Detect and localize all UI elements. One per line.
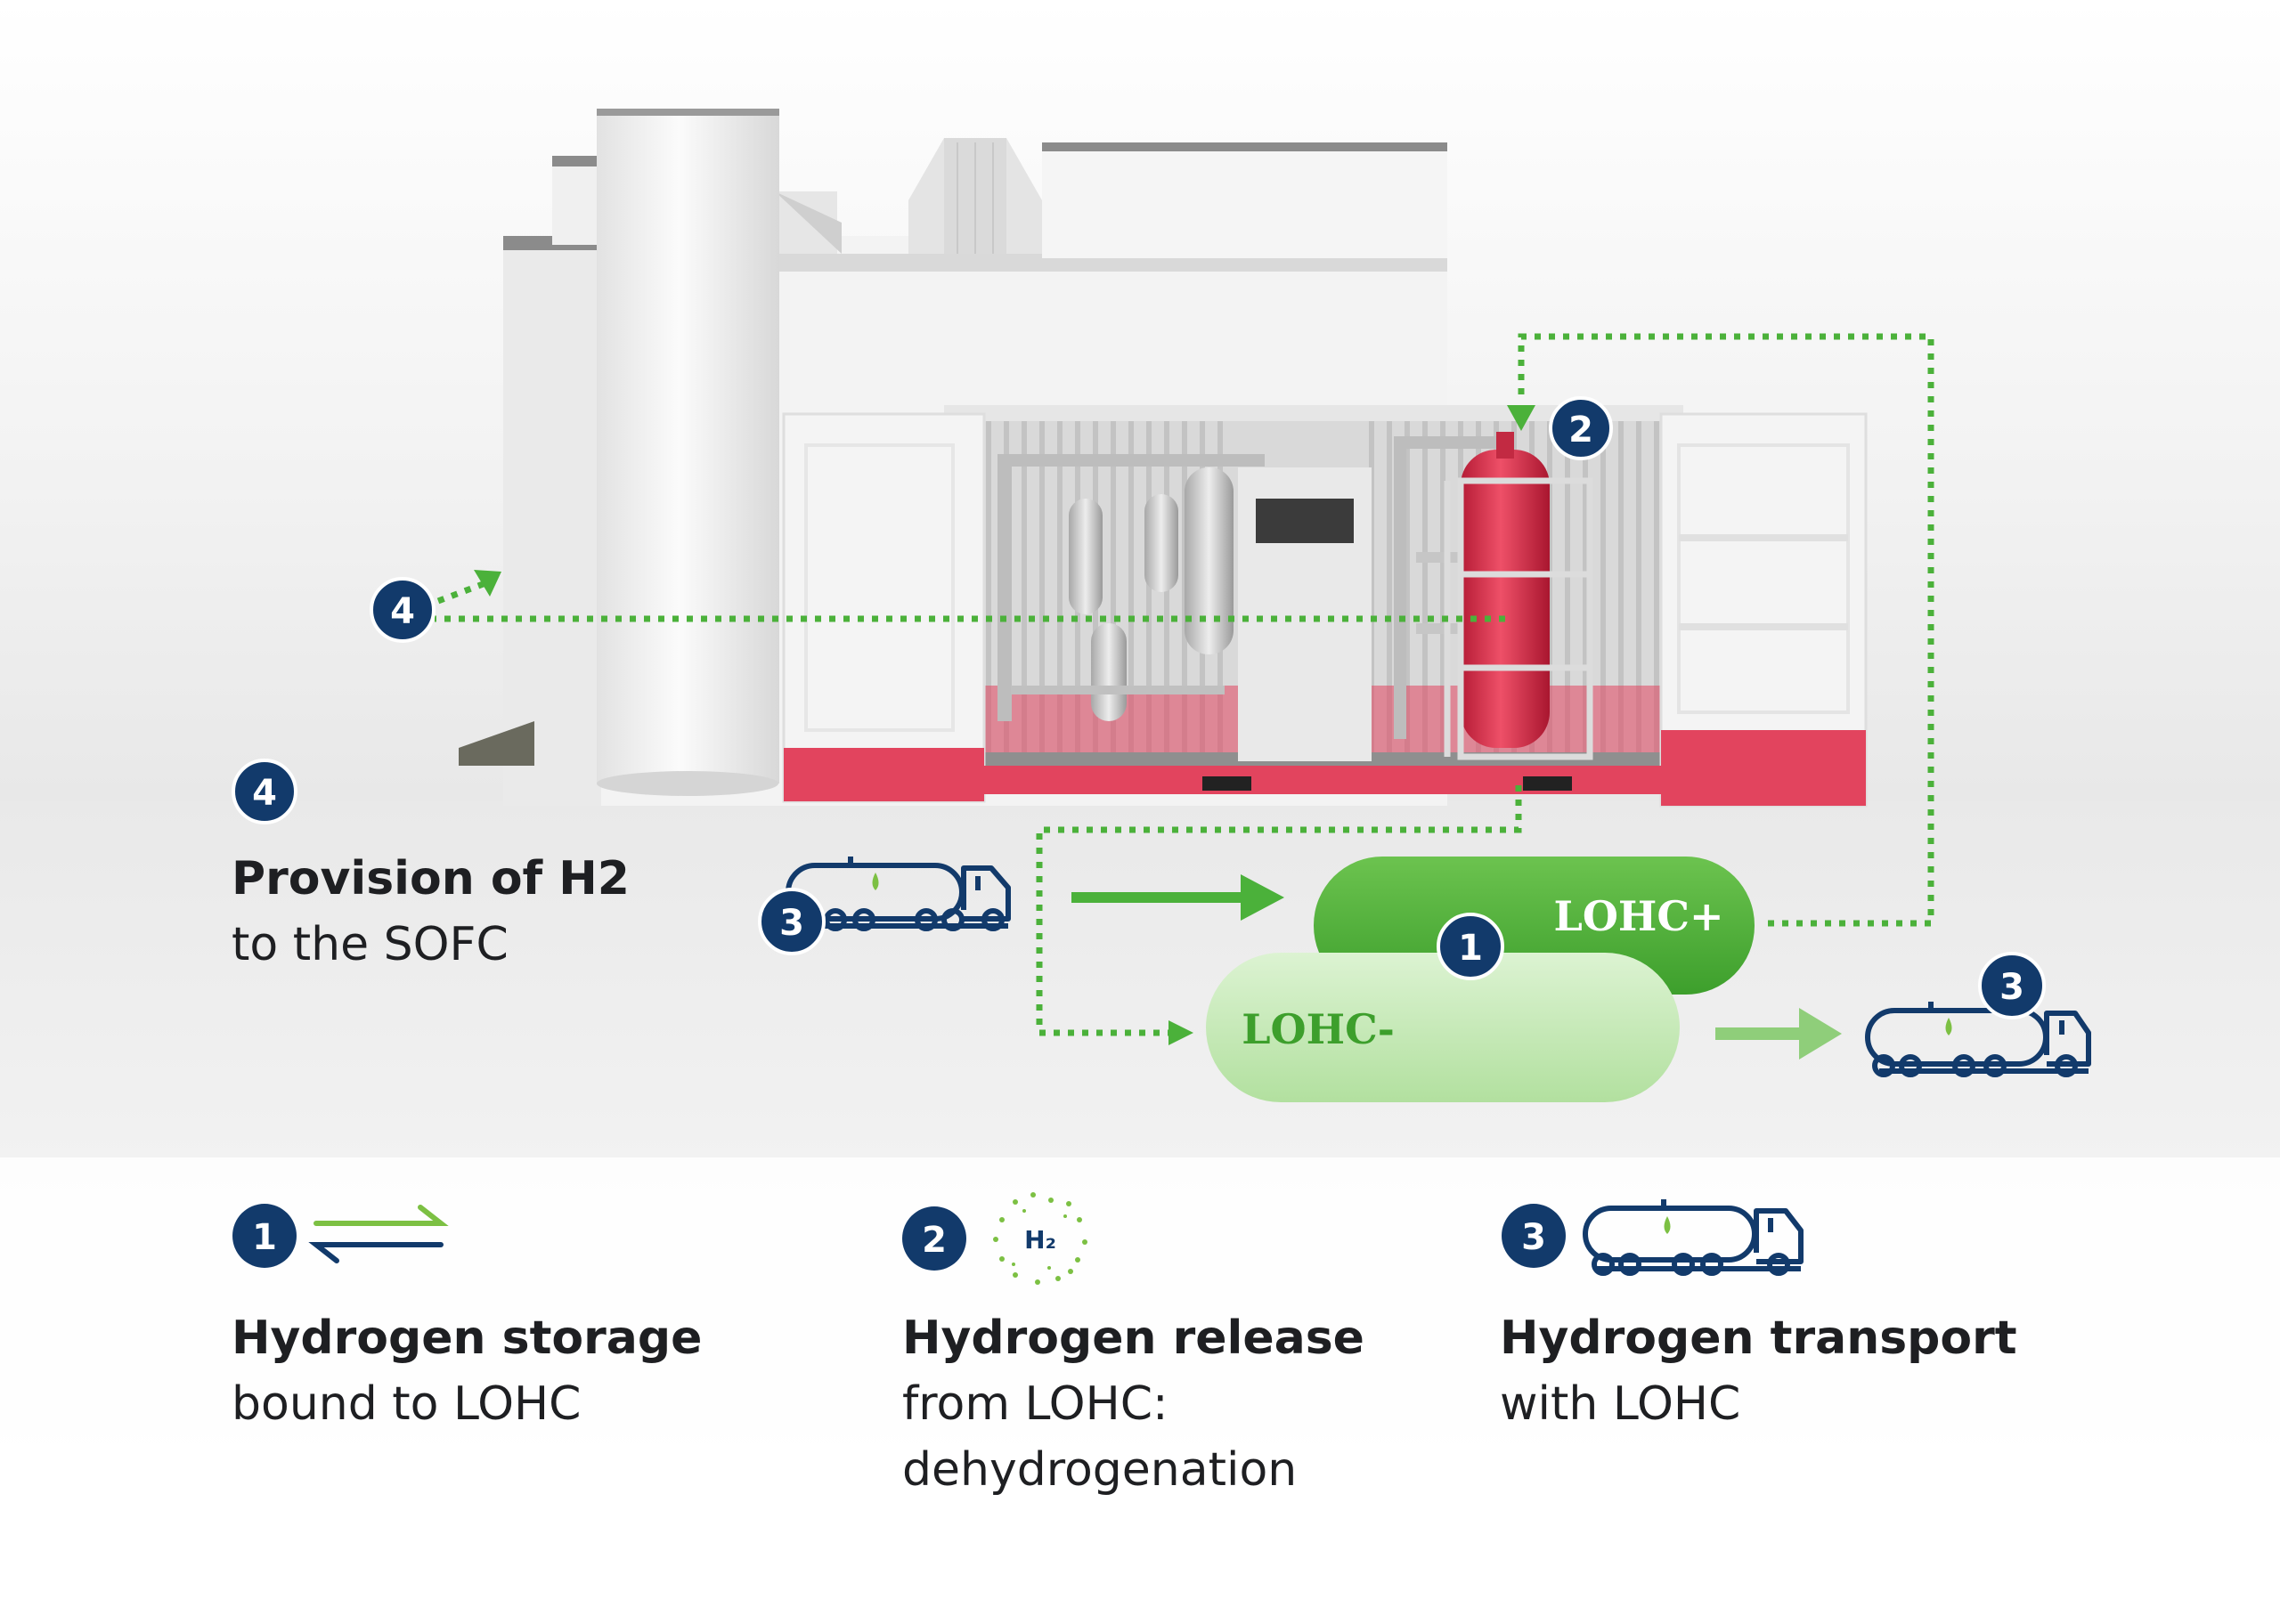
- badge-4-provision: 4: [232, 759, 297, 824]
- svg-text:2: 2: [1568, 410, 1593, 451]
- h2-particles-icon: H₂: [993, 1192, 1087, 1285]
- delivery-arrow: [1071, 874, 1284, 921]
- arrow-out-sofc: [474, 570, 501, 597]
- lohc-minus-tank: LOHC-: [1206, 953, 1680, 1102]
- container-right-door: [1659, 412, 1868, 808]
- badge-2-reactor: 2: [1549, 396, 1613, 460]
- legend-title: Hydrogen release: [902, 1311, 1364, 1365]
- arrow-down-reactor: [1507, 405, 1535, 431]
- flow-lines: [435, 333, 1934, 1036]
- legend-badge-3: 3: [1502, 1204, 1566, 1268]
- chimney: [597, 109, 779, 796]
- svg-text:3: 3: [779, 903, 804, 944]
- lohc-plus-label: LOHC+: [1553, 892, 1723, 940]
- tanker-truck-icon: [1865, 1002, 2091, 1077]
- legend-badge-1: 1: [232, 1204, 297, 1268]
- tanker-truck-icon: [1583, 1199, 1804, 1276]
- legend-badge-2: 2: [902, 1206, 966, 1271]
- svg-text:H₂: H₂: [1024, 1225, 1056, 1255]
- provision-block: Provision of H2 to the SOFC: [232, 846, 630, 978]
- legend-item-transport: Hydrogen transport with LOHC: [1500, 1305, 2017, 1437]
- legend-line: from LOHC:: [902, 1377, 1168, 1431]
- lohc-minus-label: LOHC-: [1242, 1005, 1395, 1053]
- legend-item-storage: Hydrogen storage bound to LOHC: [232, 1305, 702, 1437]
- droplet-icon: [872, 873, 879, 890]
- arrow-into-lohc-minus: [1168, 1020, 1193, 1045]
- badge-3-truck-right: 3: [1978, 952, 2046, 1019]
- svg-text:4: 4: [252, 773, 277, 814]
- pickup-arrow: [1715, 1008, 1842, 1060]
- container-left-door: [782, 412, 986, 803]
- svg-text:4: 4: [390, 591, 415, 632]
- tanker-truck-icon: [786, 857, 1011, 931]
- legend-line: bound to LOHC: [232, 1377, 582, 1431]
- badge-4-exit: 4: [370, 577, 436, 643]
- svg-text:1: 1: [252, 1217, 277, 1258]
- legend-title: Hydrogen storage: [232, 1311, 703, 1365]
- badge-1-tanks: 1: [1437, 913, 1504, 980]
- legend-title: Hydrogen transport: [1500, 1311, 2017, 1365]
- provision-subtitle: to the SOFC: [232, 918, 509, 971]
- exchange-arrows-icon: [308, 1205, 449, 1263]
- svg-text:2: 2: [922, 1220, 947, 1261]
- provision-title: Provision of H2: [232, 852, 630, 905]
- droplet-icon: [1664, 1216, 1671, 1234]
- legend-line: dehydrogenation: [902, 1443, 1298, 1497]
- svg-text:3: 3: [1521, 1217, 1546, 1258]
- badge-3-truck-mid: 3: [758, 888, 826, 955]
- legend-line: with LOHC: [1500, 1377, 1741, 1431]
- svg-text:3: 3: [1999, 967, 2024, 1008]
- legend-item-release: Hydrogen release from LOHC: dehydrogenat…: [902, 1305, 1364, 1503]
- lohc-minus-return-path: [1036, 785, 1522, 1036]
- svg-text:1: 1: [1458, 928, 1483, 969]
- lohc-container: [782, 405, 1868, 808]
- droplet-icon: [1945, 1018, 1952, 1035]
